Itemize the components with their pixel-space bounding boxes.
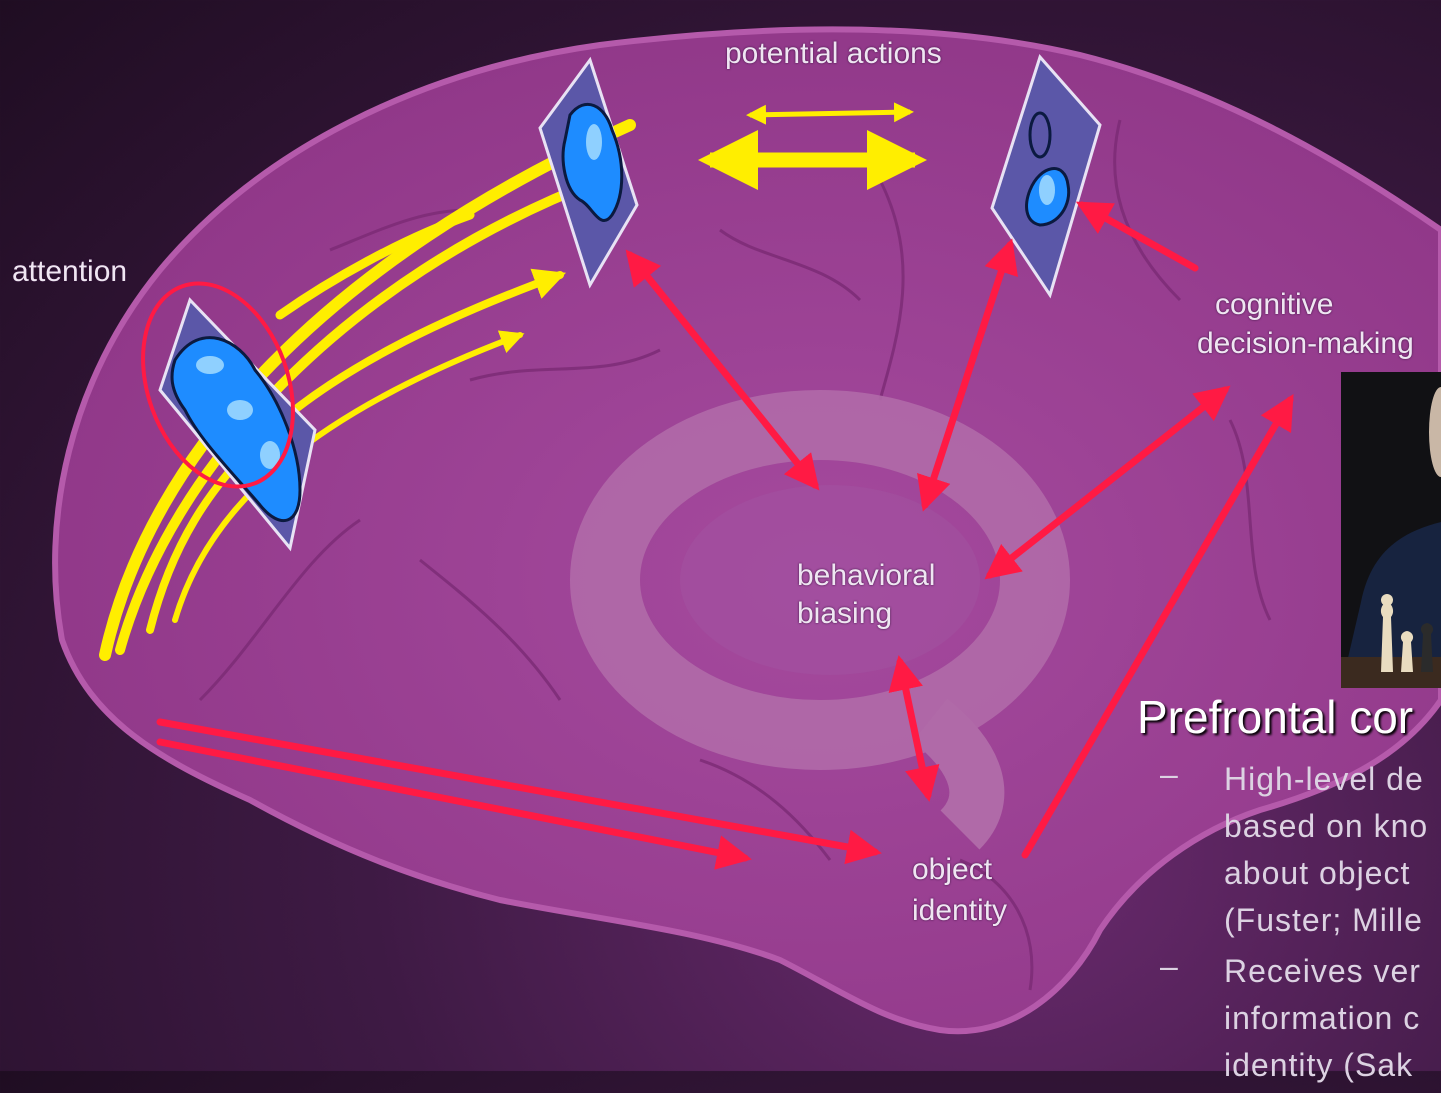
attention-highlight-circle [141, 281, 295, 489]
bullet-line: based on kno [1224, 808, 1429, 844]
bullet-line: information c [1224, 1000, 1421, 1036]
panel-title: Prefrontal cor [1137, 691, 1414, 743]
identity-label: identity [912, 894, 1008, 927]
potential-actions-label: potential actions [725, 37, 942, 70]
object-label: object [912, 853, 993, 886]
behavioral-label: behavioral [797, 559, 936, 592]
panel-bullets: – High-level de based on kno about objec… [1160, 730, 1441, 1093]
chess-player-photo [1341, 372, 1441, 688]
bullet-line: High-level de [1224, 761, 1424, 797]
limbic-ring-tail [912, 698, 1005, 850]
attention-activation-panel [141, 281, 317, 552]
potential-actions-thin-arrow [746, 102, 914, 125]
bullet-line: (Fuster; Mille [1224, 902, 1423, 938]
bullet-dash: – [1160, 756, 1178, 792]
brain-diagram [52, 26, 1441, 1035]
decision-making-label: decision-making [1197, 327, 1414, 360]
red-connections [156, 201, 1294, 870]
limbic-ring [570, 390, 1070, 770]
cognitive-label: cognitive [1215, 288, 1334, 321]
bullet-line: identity (Sak [1224, 1047, 1414, 1083]
premotor-activation-panel [990, 54, 1102, 299]
parietal-activation-panel [538, 56, 639, 289]
limbic-ring-inner [680, 485, 980, 675]
attention-label: attention [12, 255, 128, 288]
bullet-dash: – [1160, 948, 1178, 984]
bullet-line: about object [1224, 855, 1411, 891]
bullet-line: Receives ver [1224, 953, 1421, 989]
biasing-label: biasing [797, 597, 893, 630]
bullet-item: – High-level de based on kno about objec… [1160, 756, 1441, 944]
bullet-item: – Receives ver information c identity (S… [1160, 948, 1441, 1089]
